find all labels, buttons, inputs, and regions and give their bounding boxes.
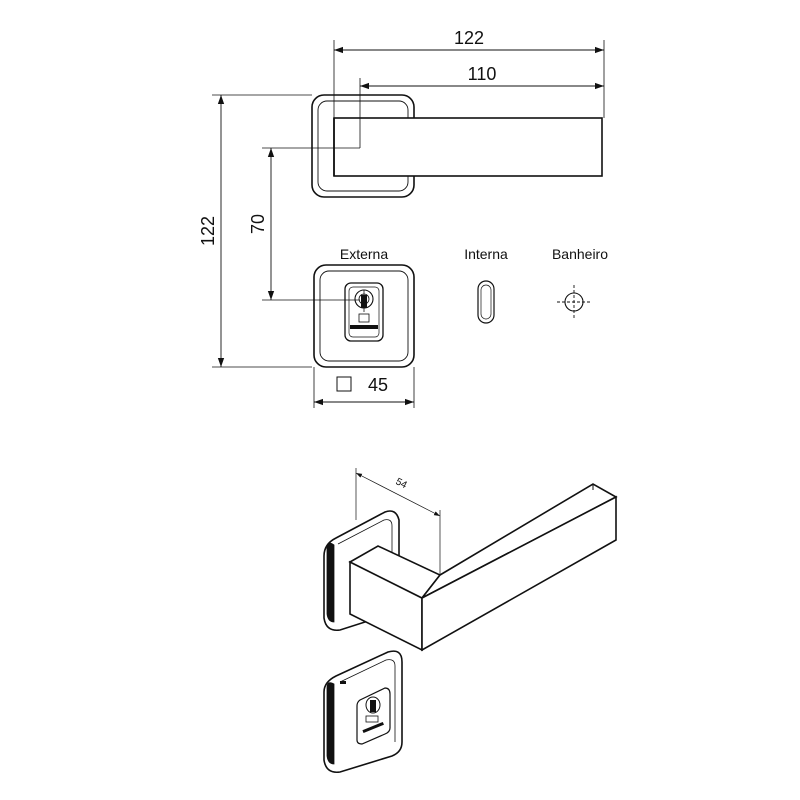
cylinder-lock-icon: [344, 282, 384, 342]
dimension-122-horizontal: 122: [334, 28, 604, 54]
crosshair-icon: [557, 285, 591, 319]
dim-70-label: 70: [248, 214, 268, 234]
cylinder-lock-iso-icon: [356, 687, 391, 745]
dimension-70: 70: [248, 148, 275, 300]
dimension-110: 110: [360, 64, 604, 90]
lever-handle-front: [333, 117, 603, 177]
label-interna: Interna: [464, 246, 508, 262]
dim-45-label: 45: [368, 375, 388, 395]
square-symbol-icon: [336, 376, 352, 392]
oval-keyhole-icon: [477, 280, 495, 324]
cylinder-rosette-front: [313, 264, 415, 368]
dim-122-top-label: 122: [454, 28, 484, 48]
top-view: 122 110 122 70 Externa Interna Banheiro: [198, 28, 608, 408]
dim-54-label: 54: [394, 476, 409, 491]
dimension-45: 45: [313, 367, 415, 408]
dim-110-label: 110: [468, 64, 497, 84]
dim-122-vertical-label: 122: [198, 216, 218, 246]
label-banheiro: Banheiro: [552, 246, 608, 262]
dimension-122-vertical: 122: [198, 95, 225, 367]
lever-handle-iso: [348, 483, 618, 652]
dimension-54: 54: [355, 468, 441, 575]
cylinder-rosette-iso: [323, 650, 403, 774]
isometric-view: 54: [323, 468, 618, 774]
label-externa: Externa: [340, 246, 388, 262]
